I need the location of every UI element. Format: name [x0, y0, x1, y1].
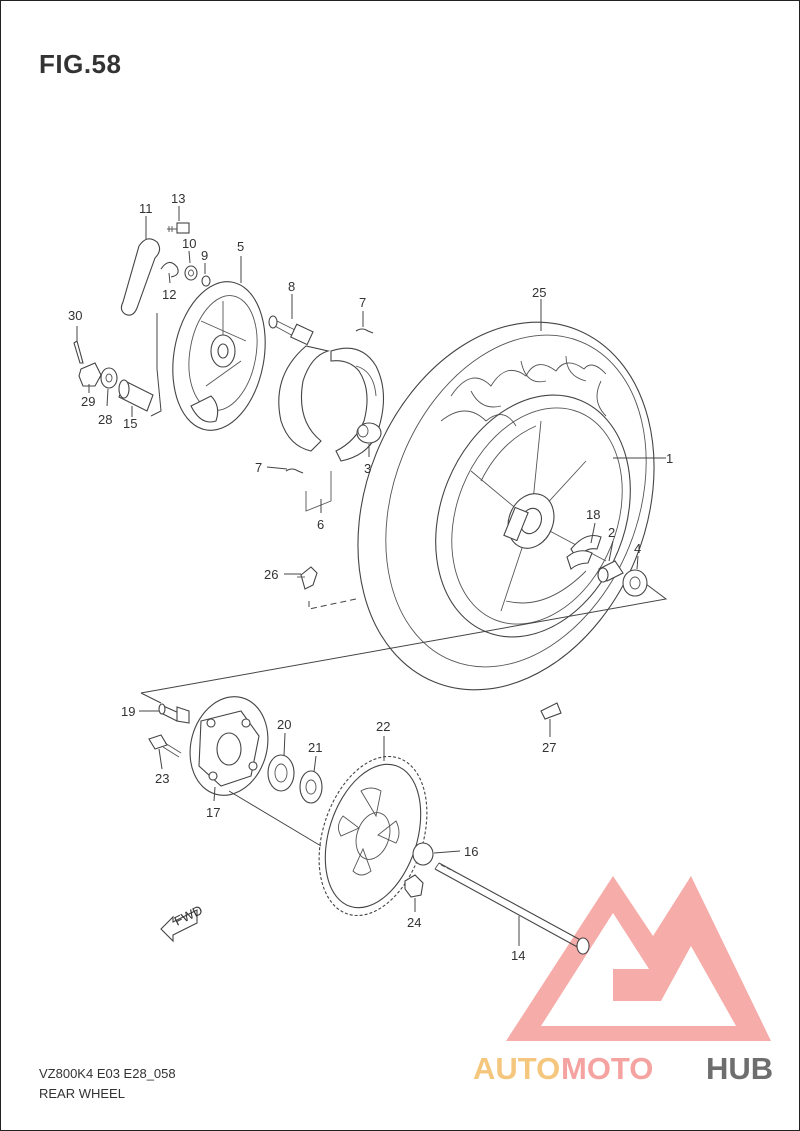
- rear-axle: [434, 862, 590, 955]
- callout-12: 12: [162, 287, 176, 302]
- callout-7-lower: 7: [255, 460, 262, 475]
- sprocket-carrier: [189, 696, 269, 796]
- callout-11: 11: [139, 201, 153, 216]
- callout-2: 2: [608, 525, 615, 540]
- rear-tire-wheel: [357, 321, 655, 691]
- watermark-part-moto: MOTO: [561, 1051, 653, 1086]
- bolt-19: [158, 703, 190, 724]
- callout-29: 29: [81, 394, 95, 409]
- figure-title: FIG.58: [39, 49, 122, 79]
- callout-30: 30: [68, 308, 82, 323]
- callout-7-upper: 7: [359, 295, 366, 310]
- figure-name: REAR WHEEL: [39, 1086, 125, 1101]
- callout-4: 4: [634, 541, 641, 556]
- brake-shoes: [278, 345, 384, 512]
- callout-10: 10: [182, 236, 196, 251]
- callout-20: 20: [277, 717, 291, 732]
- callout-17: 17: [206, 805, 220, 820]
- callout-22: 22: [376, 719, 390, 734]
- bolt-13: [167, 222, 190, 234]
- forward-arrow-icon: FWD: [160, 902, 205, 943]
- callout-14: 14: [511, 948, 525, 963]
- model-code: VZ800K4 E03 E28_058: [39, 1066, 176, 1081]
- callout-19: 19: [121, 704, 135, 719]
- rear-sprocket: [318, 755, 428, 917]
- spacer-15: [118, 379, 154, 412]
- bolt-23: [148, 734, 182, 758]
- watermark-part-hub: HUB: [706, 1051, 773, 1086]
- callout-26: 26: [264, 567, 278, 582]
- callout-23: 23: [155, 771, 169, 786]
- callout-28: 28: [98, 412, 112, 427]
- callout-27: 27: [542, 740, 556, 755]
- watermark-text: AUTO MOTO HUB: [473, 1051, 773, 1086]
- callout-18: 18: [586, 507, 600, 522]
- brake-cam-lever: [120, 238, 161, 316]
- callout-24: 24: [407, 915, 421, 930]
- callout-3: 3: [364, 461, 371, 476]
- callout-1: 1: [666, 451, 673, 466]
- callout-8: 8: [288, 279, 295, 294]
- callout-15: 15: [123, 416, 137, 431]
- callout-5: 5: [237, 239, 244, 254]
- callout-9: 9: [201, 248, 208, 263]
- callout-13: 13: [171, 191, 185, 206]
- brake-panel: [172, 281, 266, 431]
- brake-cam-shaft: [268, 315, 314, 346]
- watermark-triangle-shape: [506, 876, 771, 1041]
- callout-labels: 1 2 3 4 5 6 7 7 8 9 10 11 12 13 14 15 16…: [68, 191, 673, 963]
- callout-leaders: [76, 206, 666, 946]
- watermark-logo-icon: [506, 876, 771, 1041]
- callout-16: 16: [464, 844, 478, 859]
- callout-21: 21: [308, 740, 322, 755]
- callout-25: 25: [532, 285, 546, 300]
- watermark-part-auto: AUTO: [473, 1051, 560, 1086]
- callout-6: 6: [317, 517, 324, 532]
